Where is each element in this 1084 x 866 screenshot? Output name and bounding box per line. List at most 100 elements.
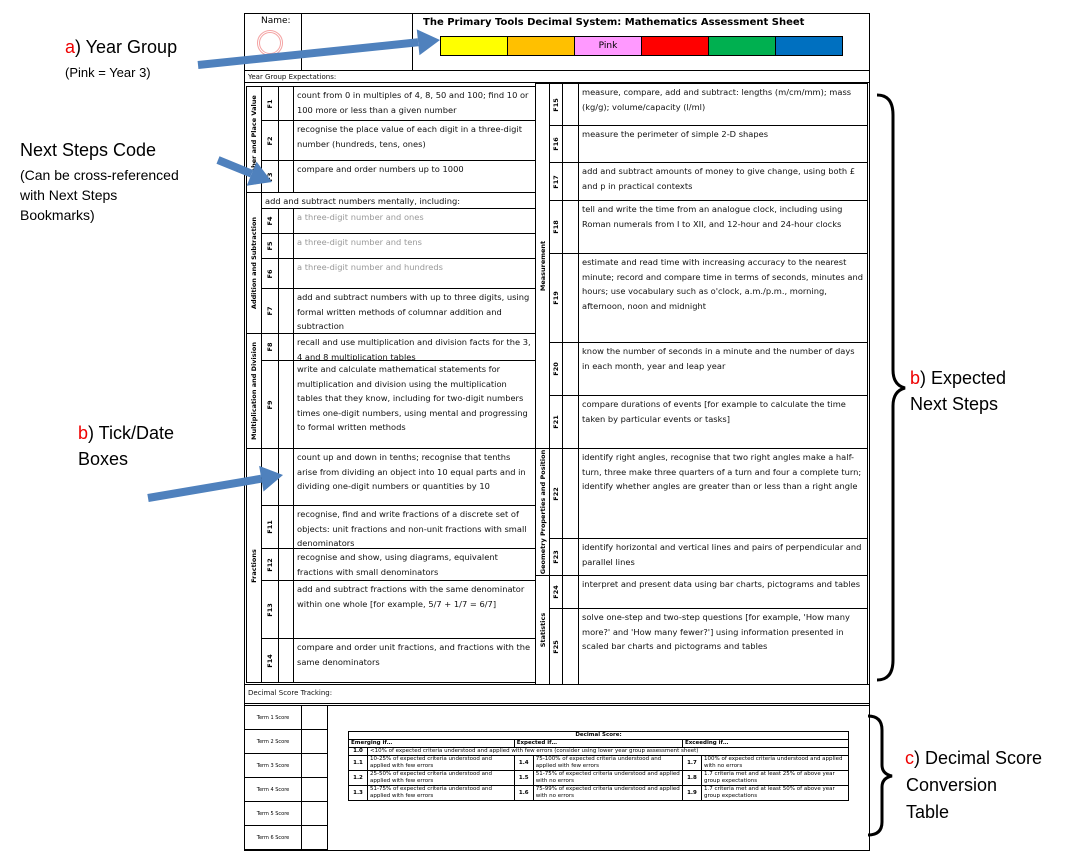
- title-cell: The Primary Tools Decimal System: Mathem…: [412, 13, 870, 71]
- term-score-input[interactable]: [301, 729, 328, 754]
- tick-date-box[interactable]: [278, 120, 294, 161]
- criteria: 51-75% of expected criteria understood a…: [367, 785, 515, 801]
- next-steps-code: F20: [549, 342, 563, 396]
- tick-date-box[interactable]: [278, 505, 294, 549]
- next-steps-code: F6: [261, 258, 279, 289]
- year-color-5[interactable]: [709, 37, 776, 55]
- category-cell: Measurement: [535, 83, 550, 449]
- tick-date-box[interactable]: [562, 538, 579, 576]
- term-score-input[interactable]: [301, 705, 328, 730]
- tick-date-box[interactable]: [278, 360, 294, 449]
- expectation-text: count up and down in tenths; recognise t…: [293, 448, 536, 506]
- tick-date-box[interactable]: [278, 288, 294, 334]
- year-color-3[interactable]: Pink: [575, 37, 642, 55]
- name-label-cell: Name:: [244, 13, 302, 71]
- tick-date-box[interactable]: [278, 548, 294, 581]
- year-color-4[interactable]: [642, 37, 709, 55]
- term-score-input[interactable]: [301, 825, 328, 850]
- category-label: Fractions: [250, 548, 258, 583]
- next-steps-code: F14: [261, 638, 279, 683]
- criteria: 1.7 criteria met and at least 50% of abo…: [700, 785, 850, 801]
- tick-date-box[interactable]: [278, 638, 294, 683]
- next-steps-code: F9: [261, 360, 279, 449]
- tick-date-box[interactable]: [278, 333, 294, 361]
- category-cell: Addition and Subtraction: [246, 192, 262, 334]
- tick-date-box[interactable]: [278, 160, 294, 193]
- header-expected: Expected if…: [513, 739, 683, 748]
- next-steps-code: F12: [261, 548, 279, 581]
- criteria: 75-100% of expected criteria understood …: [532, 755, 683, 771]
- tick-date-box[interactable]: [562, 575, 579, 609]
- code-label: F7: [266, 306, 274, 316]
- decimal-score-table: Decimal Score: Emerging if… Expected if……: [348, 731, 850, 801]
- expectation-text: interpret and present data using bar cha…: [578, 575, 868, 609]
- criteria: <10% of expected criteria understood and…: [367, 747, 849, 756]
- code-label: F6: [266, 269, 274, 278]
- code-label: F8: [266, 342, 274, 352]
- tick-date-box[interactable]: [562, 162, 579, 201]
- next-steps-code: F4: [261, 208, 279, 234]
- name-input[interactable]: [301, 13, 413, 71]
- year-group-color-bar: Pink: [440, 36, 843, 56]
- tracking-label: Decimal Score Tracking:: [244, 684, 870, 704]
- tick-date-box[interactable]: [562, 395, 579, 449]
- category-cell: Statistics: [535, 575, 550, 685]
- tick-date-box[interactable]: [562, 200, 579, 254]
- tick-date-box[interactable]: [562, 253, 579, 343]
- tick-date-box[interactable]: [562, 342, 579, 396]
- tick-date-box[interactable]: [278, 233, 294, 259]
- code-label: F4: [266, 216, 274, 226]
- expectation-text: recognise, find and write fractions of a…: [293, 505, 536, 549]
- category-label: Statistics: [538, 612, 547, 648]
- year-color-1[interactable]: [441, 37, 508, 55]
- code-label: F11: [266, 520, 274, 534]
- score: 1.9: [681, 785, 702, 801]
- category-label: Geometry Properties and Position: [538, 449, 547, 575]
- term-score-input[interactable]: [301, 801, 328, 826]
- next-steps-code: F1: [261, 86, 279, 121]
- code-label: F12: [266, 557, 274, 572]
- tick-date-box[interactable]: [562, 608, 579, 685]
- code-label: F21: [552, 415, 560, 429]
- expectation-text: recognise and show, using diagrams, equi…: [293, 548, 536, 581]
- criteria: 100% of expected criteria understood and…: [700, 755, 850, 771]
- brace-expected-icon: [876, 93, 906, 682]
- next-steps-code: F18: [549, 200, 563, 254]
- note-line: (Can be cross-referenced: [20, 167, 179, 183]
- next-steps-code: F19: [549, 253, 563, 343]
- term-score-input[interactable]: [301, 753, 328, 778]
- score: 1.6: [513, 785, 534, 801]
- next-steps-code: F13: [261, 580, 279, 639]
- expectations-label: Year Group Expectations:: [244, 70, 870, 83]
- next-steps-code: F3: [261, 160, 279, 193]
- annotation-tick-boxes: b) Tick/Date Boxes: [78, 423, 175, 469]
- score: 1.7: [681, 755, 702, 771]
- annotation-expected-next-steps: b) Expected Next Steps: [910, 368, 1007, 414]
- annotation-conversion-table: c) Decimal Score Conversion Table: [905, 748, 1043, 822]
- annotation-next-steps-code: Next Steps Code: [20, 140, 157, 160]
- expectation-text: add and subtract fractions with the same…: [293, 580, 536, 639]
- year-color-6[interactable]: [776, 37, 842, 55]
- tick-date-box[interactable]: [562, 83, 579, 126]
- year-color-2[interactable]: [508, 37, 575, 55]
- annotation-year-group-note: (Pink = Year 3): [65, 65, 151, 80]
- next-steps-code: F2: [261, 120, 279, 161]
- tick-date-box[interactable]: [278, 86, 294, 121]
- expectation-text: compare and order numbers up to 1000: [293, 160, 536, 193]
- tick-date-box[interactable]: [278, 580, 294, 639]
- next-steps-code: F21: [549, 395, 563, 449]
- term-label: Term 1 Score: [244, 705, 302, 730]
- header-emerging: Emerging if…: [348, 739, 515, 748]
- category-cell: Multiplication and Division: [246, 333, 262, 449]
- tick-date-box[interactable]: [278, 208, 294, 234]
- tick-date-box[interactable]: [562, 125, 579, 163]
- expectation-text: a three-digit number and tens: [293, 233, 536, 259]
- tick-date-box[interactable]: [278, 258, 294, 289]
- next-steps-code: F11: [261, 505, 279, 549]
- code-label: F23: [552, 550, 560, 564]
- tick-date-box[interactable]: [278, 448, 294, 506]
- tick-date-box[interactable]: [562, 448, 579, 539]
- term-score-input[interactable]: [301, 777, 328, 802]
- code-label: F13: [266, 602, 274, 617]
